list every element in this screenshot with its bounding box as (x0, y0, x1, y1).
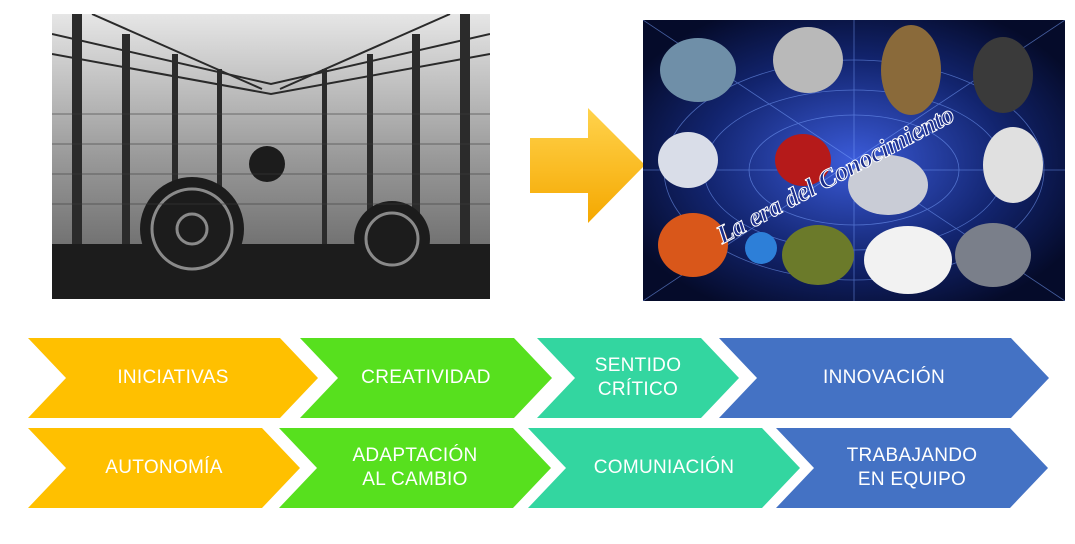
chevron-label: CREATIVIDAD (361, 367, 491, 388)
chevron-iniciativas: INICIATIVAS (28, 338, 318, 418)
chevron-comunicacion: COMUNIACIÓN (528, 428, 800, 508)
chevron-label: INICIATIVAS (117, 367, 229, 388)
chevron-label: INNOVACIÓN (823, 367, 945, 388)
chevron-label: AUTONOMÍA (105, 457, 223, 478)
chevron-autonomia: AUTONOMÍA (28, 428, 300, 508)
chevron-label: ADAPTACIÓN AL CAMBIO (352, 445, 478, 490)
right-arrow-icon (530, 108, 645, 223)
chevron-creatividad: CREATIVIDAD (300, 338, 552, 418)
chevron-label: SENTIDO CRÍTICO (594, 355, 682, 400)
factory-image (52, 14, 490, 299)
chevron-sentido-critico: SENTIDO CRÍTICO (537, 338, 739, 418)
chevron-label: COMUNIACIÓN (593, 457, 735, 478)
knowledge-era-image: La era del Conocimiento (643, 20, 1065, 301)
chevron-adaptacion-al-cambio: ADAPTACIÓN AL CAMBIO (279, 428, 551, 508)
knowledge-collage-illustration (643, 20, 1065, 301)
chevron-trabajando-en-equipo: TRABAJANDO EN EQUIPO (776, 428, 1048, 508)
factory-illustration (52, 14, 490, 299)
chevron-label: TRABAJANDO EN EQUIPO (846, 445, 978, 490)
chevron-innovacion: INNOVACIÓN (719, 338, 1049, 418)
